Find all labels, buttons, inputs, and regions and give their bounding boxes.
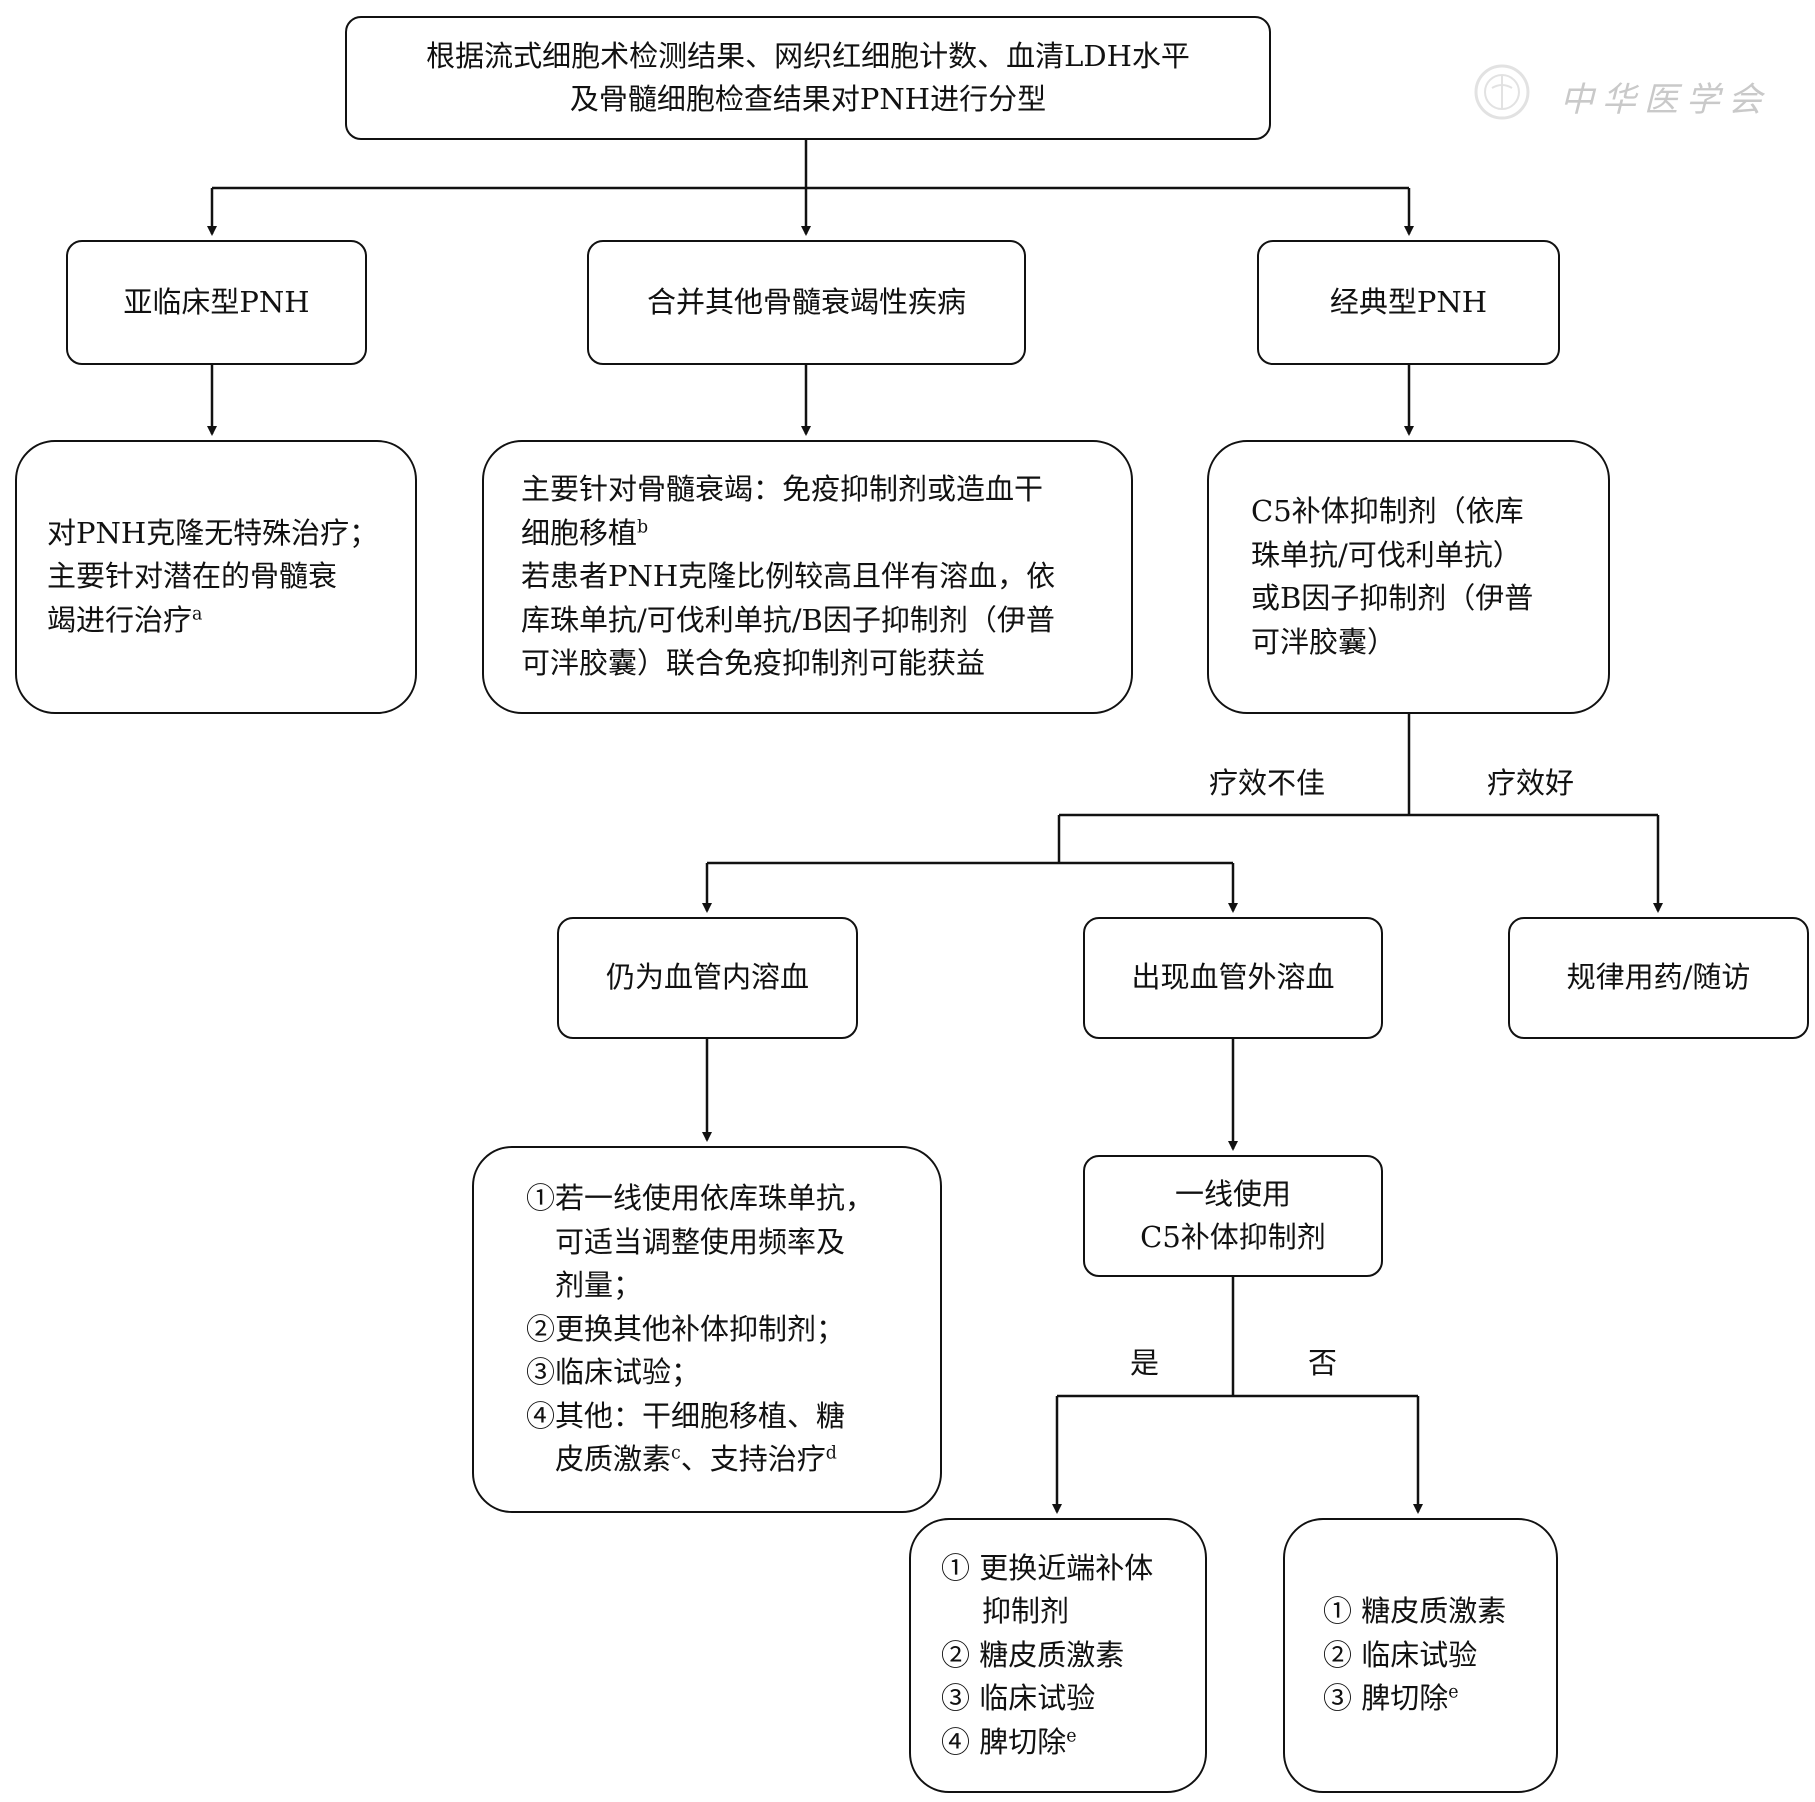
footnote-b: b [637, 517, 649, 538]
yes-branch-treatment-box: ① 更换近端补体 抑制剂 ② 糖皮质激素 ③ 临床试验 ④ 脾切除e [909, 1518, 1207, 1793]
root-line-2: 及骨髓细胞检查结果对PNH进行分型 [569, 82, 1047, 116]
iv-tx-line-4: ②更换其他补体抑制剂； [526, 1311, 846, 1346]
classic-pnh-label: 经典型PNH [1329, 284, 1488, 319]
iv-tx-line-6: ④其他：干细胞移植、糖 [526, 1398, 846, 1433]
aa-tx-line-4: 库珠单抗/可伐利单抗/B因子抑制剂（伊普 [521, 602, 1055, 637]
subclinical-pnh-box: 亚临床型PNH [66, 240, 367, 365]
classic-pnh-box: 经典型PNH [1257, 240, 1560, 365]
intravascular-hemolysis-box: 仍为血管内溶血 [557, 917, 858, 1039]
yes-tx-line-5: ④ 脾切除 [941, 1724, 1067, 1759]
intravascular-label: 仍为血管内溶血 [605, 960, 809, 995]
yes-tx-line-4: ③ 临床试验 [941, 1681, 1096, 1716]
subclinical-tx-line-1: 对PNH克隆无特殊治疗； [47, 515, 379, 550]
no-tx-line-3: ③ 脾切除 [1323, 1681, 1449, 1716]
footnote-a: a [192, 604, 203, 625]
society-seal-logo [1474, 64, 1530, 120]
poor-response-label: 疗效不佳 [1209, 766, 1326, 800]
no-tx-line-1: ① 糖皮质激素 [1323, 1594, 1507, 1629]
root-line-1: 根据流式细胞术检测结果、网织红细胞计数、血清LDH水平 [426, 38, 1190, 73]
aa-tx-line-5: 可泮胶囊）联合免疫抑制剂可能获益 [521, 646, 986, 681]
classic-tx-line-2: 珠单抗/可伐利单抗） [1251, 537, 1522, 572]
iv-tx-line-5: ③临床试验； [526, 1355, 701, 1390]
yes-label: 是 [1130, 1346, 1160, 1380]
regular-followup-box: 规律用药/随访 [1508, 917, 1809, 1039]
aa-tx-line-2: 细胞移植 [521, 515, 638, 550]
extravascular-label: 出现血管外溶血 [1131, 960, 1335, 995]
watermark-text: 中华医学会 [1560, 80, 1770, 120]
bone-marrow-failure-treatment-box: 主要针对骨髓衰竭：免疫抑制剂或造血干 细胞移植b 若患者PNH克隆比例较高且伴有… [482, 440, 1133, 714]
no-label: 否 [1308, 1346, 1338, 1380]
subclinical-tx-line-2: 主要针对潜在的骨髓衰 [47, 559, 338, 594]
footnote-d: d [825, 1443, 837, 1464]
footnote-e-yes: e [1066, 1726, 1077, 1747]
footnote-c: c [671, 1443, 681, 1464]
classification-root-box: 根据流式细胞术检测结果、网织红细胞计数、血清LDH水平 及骨髓细胞检查结果对PN… [345, 16, 1271, 140]
good-response-label: 疗效好 [1487, 766, 1575, 800]
classic-tx-line-1: C5补体抑制剂（依库 [1251, 494, 1524, 528]
first-line-line-2: C5补体抑制剂 [1140, 1220, 1326, 1254]
aa-tx-line-3: 若患者PNH克隆比例较高且伴有溶血，依 [521, 559, 1056, 594]
iv-tx-line-3: 剂量； [555, 1268, 643, 1303]
no-tx-line-2: ② 临床试验 [1323, 1637, 1478, 1672]
yes-tx-line-2: 抑制剂 [982, 1594, 1070, 1629]
intravascular-treatment-box: ①若一线使用依库珠单抗， 可适当调整使用频率及 剂量； ②更换其他补体抑制剂； … [472, 1146, 942, 1513]
subclinical-pnh-label: 亚临床型PNH [123, 284, 310, 319]
subclinical-treatment-box: 对PNH克隆无特殊治疗； 主要针对潜在的骨髓衰 竭进行治疗a [15, 440, 417, 714]
iv-tx-line-2: 可适当调整使用频率及 [555, 1224, 846, 1259]
footnote-e-no: e [1448, 1682, 1459, 1703]
bone-marrow-failure-label: 合并其他骨髓衰竭性疾病 [646, 284, 966, 319]
c5-inhibitor-treatment-box: C5补体抑制剂（依库 珠单抗/可伐利单抗） 或B因子抑制剂（伊普 可泮胶囊） [1207, 440, 1610, 714]
subclinical-tx-line-3: 竭进行治疗 [47, 602, 193, 637]
iv-tx-line-1: ①若一线使用依库珠单抗， [526, 1181, 875, 1216]
classic-tx-line-3: 或B因子抑制剂（伊普 [1251, 581, 1534, 615]
classic-tx-line-4: 可泮胶囊） [1251, 624, 1397, 659]
yes-tx-line-1: ① 更换近端补体 [941, 1550, 1154, 1585]
iv-tx-line-7: 皮质激素 [555, 1442, 672, 1477]
aa-tx-line-1: 主要针对骨髓衰竭：免疫抑制剂或造血干 [521, 472, 1044, 507]
first-line-c5-question-box: 一线使用 C5补体抑制剂 [1083, 1155, 1383, 1277]
iv-tx-line-8: 、支持治疗 [680, 1442, 826, 1477]
yes-tx-line-3: ② 糖皮质激素 [941, 1637, 1125, 1672]
no-branch-treatment-box: ① 糖皮质激素 ② 临床试验 ③ 脾切除e [1283, 1518, 1558, 1793]
regular-followup-label: 规律用药/随访 [1566, 960, 1751, 995]
bone-marrow-failure-box: 合并其他骨髓衰竭性疾病 [587, 240, 1026, 365]
extravascular-hemolysis-box: 出现血管外溶血 [1083, 917, 1383, 1039]
first-line-line-1: 一线使用 [1174, 1176, 1291, 1211]
